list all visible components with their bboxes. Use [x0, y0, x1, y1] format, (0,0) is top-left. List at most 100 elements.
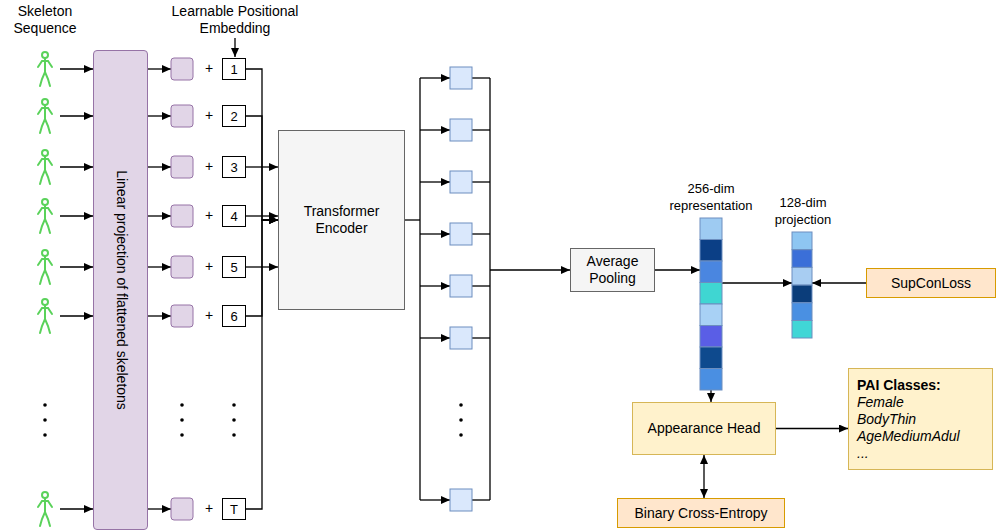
output-bus: [405, 78, 570, 500]
vector-cell: [700, 369, 722, 391]
node-label: 1: [230, 61, 237, 78]
output-squares: [450, 67, 472, 511]
position-box: 1: [222, 58, 246, 80]
token-arrow: [148, 508, 171, 509]
vector-cell: [700, 326, 722, 348]
loss-box: Binary Cross-Entropy: [617, 498, 785, 528]
bus-line: [472, 77, 490, 78]
bus-line: [472, 129, 490, 130]
bus-line: [472, 337, 490, 338]
dot: [232, 433, 236, 437]
node-label: Binary Cross-Entropy: [634, 505, 767, 522]
skeleton-figure: [38, 299, 52, 333]
bus-line: [405, 219, 420, 220]
node-label: Average Pooling: [576, 253, 649, 287]
pooling-box: Average Pooling: [570, 248, 655, 292]
position-box: 6: [222, 305, 246, 327]
dot: [43, 403, 47, 407]
projection-box: Linear projection of flattened skeletons: [93, 50, 148, 530]
position-box: 3: [222, 156, 246, 178]
connector: [776, 428, 848, 429]
token-arrow: [148, 266, 171, 267]
position-box: T: [222, 498, 246, 520]
vector-cell: [700, 347, 722, 369]
input-arrow: [60, 508, 93, 509]
token-arrow: [148, 315, 171, 316]
vector-cell: [792, 321, 812, 339]
input-arrow: [60, 115, 93, 116]
vector-cell: [792, 285, 812, 303]
vector-cell: [792, 232, 812, 250]
connector: [246, 220, 278, 509]
input-arrows: [60, 69, 93, 509]
bus-line: [472, 285, 490, 286]
skeleton-figures: [38, 52, 52, 526]
vector-cell: [792, 267, 812, 285]
token-arrow: [148, 166, 171, 167]
loss-arrow: [812, 282, 866, 283]
output-square: [450, 171, 472, 193]
vector-cell: [700, 261, 722, 283]
bus-arrow: [420, 77, 450, 78]
vector-cell: [792, 303, 812, 321]
dot: [459, 433, 463, 437]
position-box: 4: [222, 205, 246, 227]
input-arrow: [60, 315, 93, 316]
pointer-arrow: [234, 38, 235, 57]
output-square: [450, 275, 472, 297]
connector: [246, 69, 278, 220]
bus-arrow: [420, 337, 450, 338]
class-heading: PAI Classes:: [857, 377, 941, 394]
token-squares: [171, 58, 193, 520]
plus-sign: +: [199, 307, 219, 324]
dot: [180, 418, 184, 422]
node-label: 2: [230, 108, 237, 125]
head-box: Appearance Head: [632, 402, 776, 455]
class-item: BodyThin: [857, 411, 916, 428]
plus-sign: +: [199, 158, 219, 175]
axis-label: Learnable Positional Embedding: [155, 3, 315, 37]
skeleton-figure: [38, 99, 52, 133]
node-label: 3: [230, 159, 237, 176]
dimension-label: 256-dim representation: [656, 180, 766, 214]
plus-sign: +: [199, 500, 219, 517]
skeleton-figure: [38, 150, 52, 184]
class-item: AgeMediumAdul: [857, 428, 960, 445]
skeleton-figure: [38, 492, 52, 526]
connector: [246, 215, 278, 216]
bus-line: [489, 78, 490, 500]
dot: [232, 403, 236, 407]
pool-arrow: [490, 269, 570, 271]
token-square: [171, 105, 193, 127]
vector-cell: [700, 304, 722, 326]
vector-cell: [700, 218, 722, 240]
projection-vector: [792, 232, 812, 338]
output-square: [450, 119, 472, 141]
dot: [180, 403, 184, 407]
representation-arrow: [655, 269, 700, 270]
vector-cell: [700, 283, 722, 305]
token-square: [171, 305, 193, 327]
bus-arrow: [420, 233, 450, 234]
plus-sign: +: [199, 258, 219, 275]
input-arrow: [60, 166, 93, 167]
token-arrow: [148, 68, 171, 69]
representation-vector: [700, 218, 722, 390]
node-label: 4: [230, 208, 237, 225]
bus-line: [472, 233, 490, 234]
vector-cell: [700, 240, 722, 262]
node-label: Appearance Head: [648, 420, 761, 437]
token-square: [171, 156, 193, 178]
input-arrow: [60, 266, 93, 267]
dot: [459, 418, 463, 422]
bus-line: [472, 181, 490, 182]
token-square: [171, 256, 193, 278]
position-box: 5: [222, 256, 246, 278]
dot: [43, 418, 47, 422]
output-square: [450, 489, 472, 511]
skeleton-figure: [38, 199, 52, 233]
bus-arrow: [420, 181, 450, 182]
